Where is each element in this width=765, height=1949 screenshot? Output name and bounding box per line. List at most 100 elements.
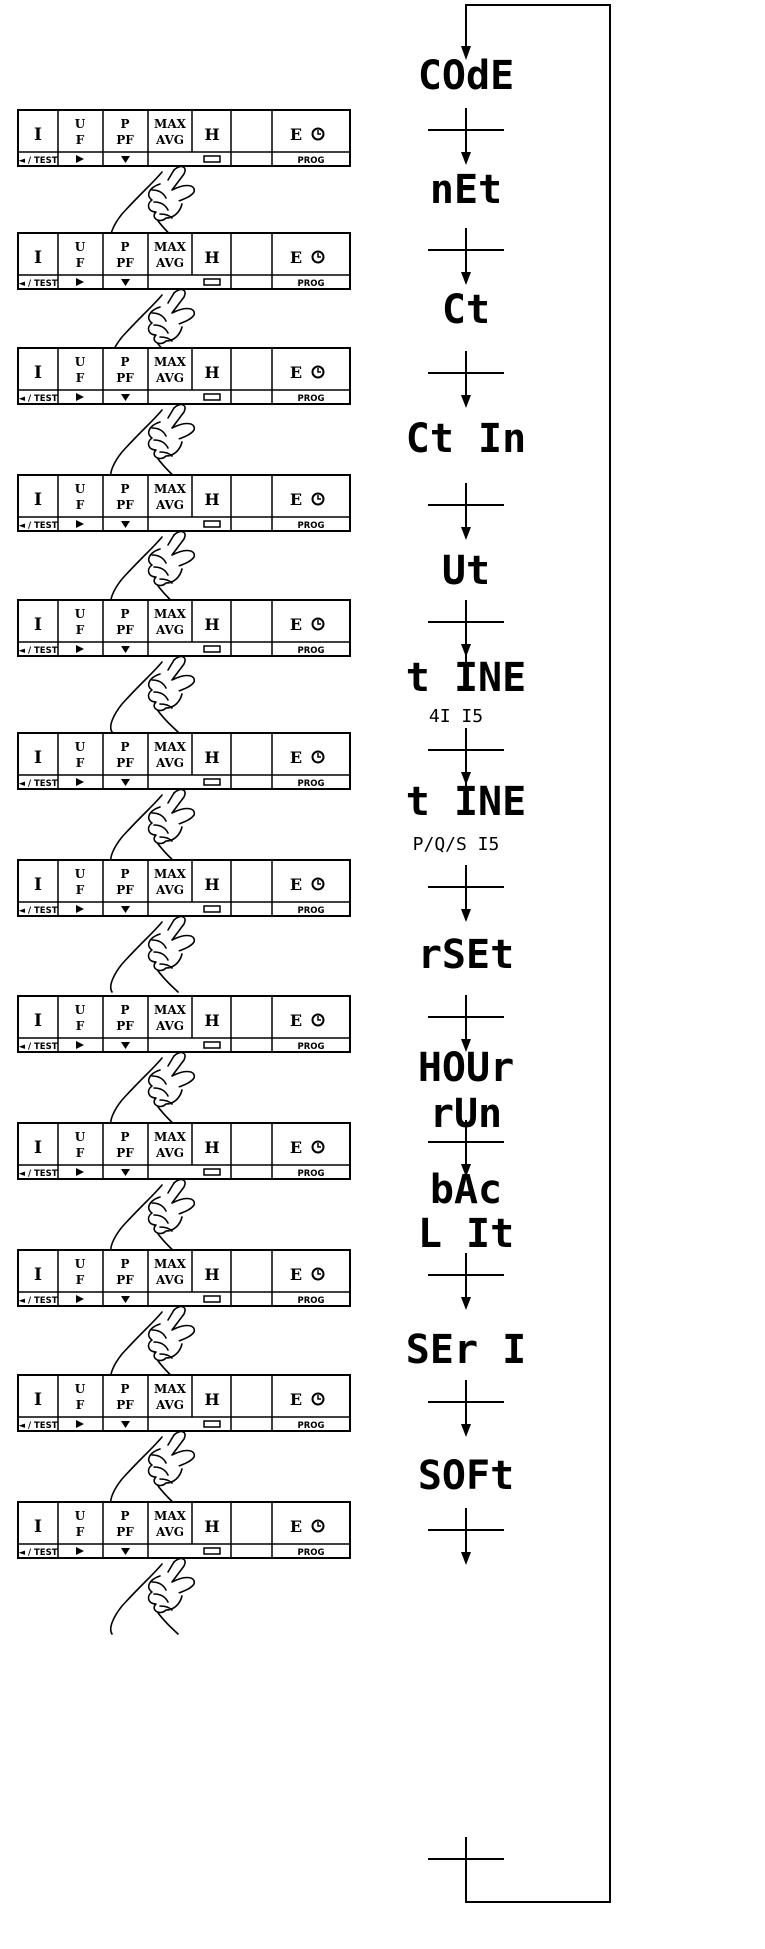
key-u-f[interactable]: UF: [75, 1382, 86, 1412]
key-i-label: I: [34, 1517, 42, 1537]
arrow-icon: [461, 527, 471, 540]
key-u-f[interactable]: UF: [75, 117, 86, 147]
key-u-f[interactable]: UF: [75, 1130, 86, 1160]
key-h[interactable]: H: [204, 248, 219, 267]
key-pf-label: PF: [116, 1019, 134, 1033]
key-e-clock[interactable]: E: [290, 1265, 325, 1284]
key-u-f[interactable]: UF: [75, 1003, 86, 1033]
key-h-label: H: [204, 615, 219, 634]
key-h[interactable]: H: [204, 748, 219, 767]
key-e-clock[interactable]: E: [290, 125, 325, 144]
key-i[interactable]: I: [34, 125, 42, 145]
key-max-label: MAX: [154, 1257, 187, 1271]
key-f-label: F: [76, 133, 85, 147]
key-f-label: F: [76, 1398, 85, 1412]
key-p-pf[interactable]: PPF: [116, 1382, 134, 1412]
key-pf-label: PF: [116, 133, 134, 147]
key-u-f[interactable]: UF: [75, 867, 86, 897]
key-i[interactable]: I: [34, 248, 42, 268]
key-h[interactable]: H: [204, 1138, 219, 1157]
menu-label: nEt: [430, 167, 502, 213]
key-i[interactable]: I: [34, 875, 42, 895]
key-h-label: H: [204, 875, 219, 894]
key-u-f[interactable]: UF: [75, 607, 86, 637]
key-u-label: U: [75, 1509, 86, 1523]
key-p-pf[interactable]: PPF: [116, 740, 134, 770]
key-p-pf[interactable]: PPF: [116, 355, 134, 385]
key-u-f[interactable]: UF: [75, 482, 86, 512]
key-i[interactable]: I: [34, 615, 42, 635]
key-h[interactable]: H: [204, 1517, 219, 1536]
key-p-pf[interactable]: PPF: [116, 1509, 134, 1539]
key-p-pf[interactable]: P PF: [116, 1003, 134, 1033]
key-u-f[interactable]: UF: [75, 355, 86, 385]
key-h[interactable]: H: [204, 1390, 219, 1409]
key-u-f[interactable]: UF: [75, 1257, 86, 1287]
key-i[interactable]: I: [34, 1011, 42, 1031]
key-e-clock[interactable]: E: [290, 748, 325, 767]
right-arrow-icon: [76, 278, 84, 286]
key-e-label: E: [290, 1517, 302, 1536]
key-left-test-label: ◄ / TEST: [18, 279, 57, 289]
key-e-clock[interactable]: E: [290, 490, 325, 509]
key-e-clock[interactable]: E: [290, 363, 325, 382]
down-arrow-icon: [121, 394, 130, 401]
key-h[interactable]: H: [204, 490, 219, 509]
key-e-clock[interactable]: E: [290, 1517, 325, 1536]
key-e-clock[interactable]: E: [290, 615, 325, 634]
key-e-clock[interactable]: E: [290, 1390, 325, 1409]
key-i[interactable]: I: [34, 1138, 42, 1158]
key-p-pf[interactable]: PPF: [116, 240, 134, 270]
key-h[interactable]: H: [204, 125, 219, 144]
key-i[interactable]: I: [34, 363, 42, 383]
key-h[interactable]: H: [204, 875, 219, 894]
key-prog-label: PROG: [298, 1296, 325, 1306]
key-i[interactable]: I: [34, 748, 42, 768]
key-i[interactable]: I: [34, 1265, 42, 1285]
key-p-pf[interactable]: PPF: [116, 482, 134, 512]
key-u-label: U: [75, 1257, 86, 1271]
menu-label: HOUr: [418, 1045, 514, 1091]
keypad-frame: [17, 599, 351, 657]
key-i[interactable]: I: [34, 1517, 42, 1537]
key-u-f[interactable]: UF: [75, 740, 86, 770]
arrow-icon: [461, 1039, 471, 1052]
key-left-test-label: ◄ / TEST: [18, 521, 57, 531]
key-i[interactable]: I: [34, 1390, 42, 1410]
key-u-f[interactable]: UF: [75, 240, 86, 270]
key-h[interactable]: H: [204, 1011, 219, 1030]
key-f-label: F: [76, 1273, 85, 1287]
key-p-pf[interactable]: PPF: [116, 1257, 134, 1287]
key-h[interactable]: H: [204, 363, 219, 382]
key-p-pf[interactable]: PPF: [116, 867, 134, 897]
key-e-clock[interactable]: E: [290, 248, 325, 267]
key-h[interactable]: H: [204, 1265, 219, 1284]
key-max-label: MAX: [154, 1003, 187, 1017]
key-u-f[interactable]: UF: [75, 1509, 86, 1539]
key-e-clock[interactable]: E: [290, 1138, 325, 1157]
loop-back-line: [465, 4, 611, 1903]
key-p-label: P: [120, 1003, 129, 1017]
key-p-pf[interactable]: PPF: [116, 117, 134, 147]
key-pf-label: PF: [116, 1273, 134, 1287]
key-e-clock[interactable]: E: [290, 875, 325, 894]
key-e-clock[interactable]: E: [290, 1011, 325, 1030]
key-p-pf[interactable]: PPF: [116, 1130, 134, 1160]
key-i[interactable]: I: [34, 490, 42, 510]
key-p-pf[interactable]: PPF: [116, 607, 134, 637]
key-h[interactable]: H: [204, 615, 219, 634]
